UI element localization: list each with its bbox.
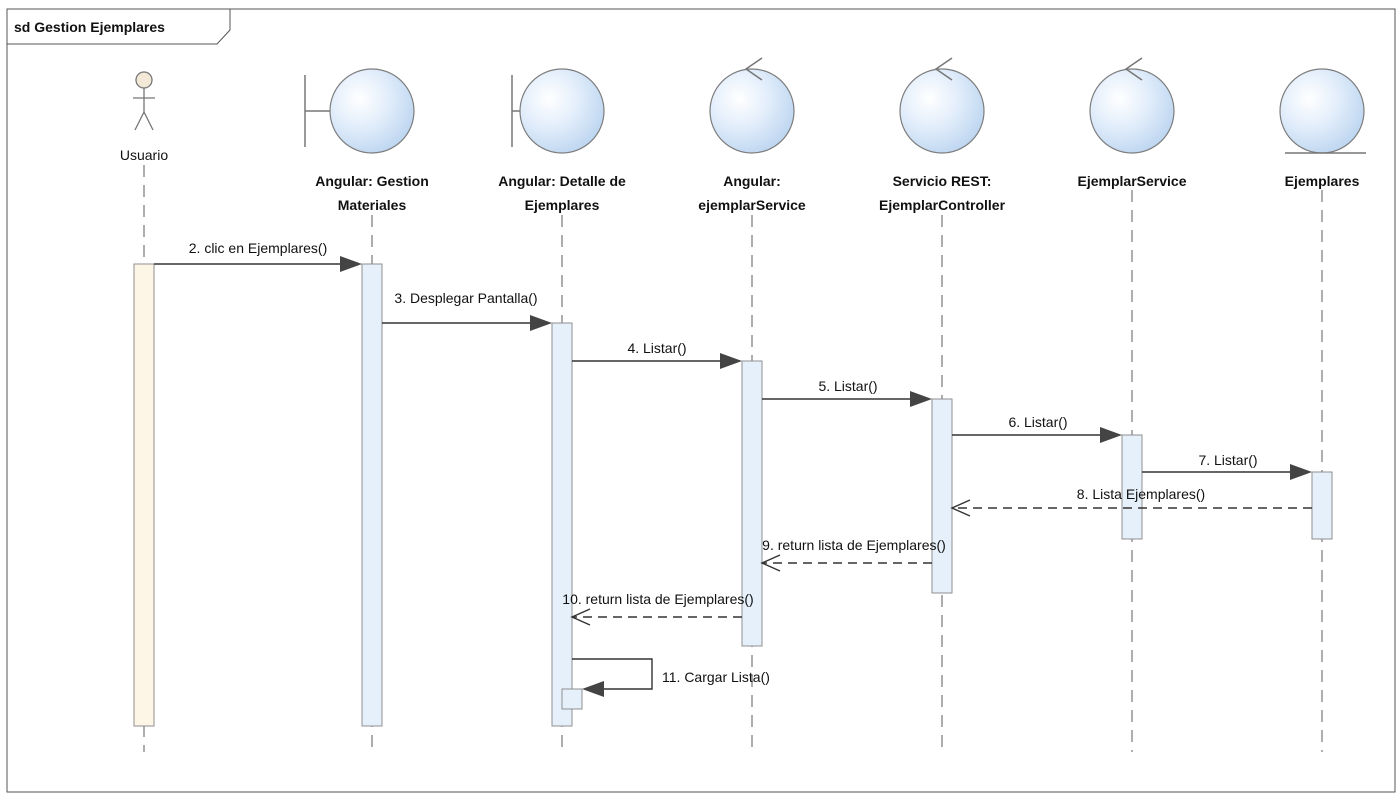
- message-label: 11. Cargar Lista(): [662, 669, 770, 685]
- message-label: 4. Listar(): [627, 340, 686, 356]
- participant-usuario: Usuario: [120, 71, 168, 163]
- participant-label: EjemplarService: [1078, 173, 1187, 189]
- boundary-icon: [304, 68, 415, 154]
- message-11: 11. Cargar Lista(): [572, 658, 770, 697]
- activation-rest: [931, 398, 953, 594]
- participant-label: Ejemplares: [525, 197, 600, 213]
- message-5: 5. Listar(): [762, 378, 932, 407]
- message-label: 2. clic en Ejemplares(): [189, 240, 328, 256]
- entity-icon: [1279, 68, 1366, 154]
- participant-label: Angular: Gestion: [315, 173, 429, 189]
- message-label: 3. Desplegar Pantalla(): [394, 290, 537, 306]
- participant-label: Angular: Detalle de: [498, 173, 626, 189]
- activation-usuario: [133, 263, 155, 727]
- participant-detalle: Angular: Detalle de Ejemplares: [498, 68, 626, 213]
- participant-ejsvc: EjemplarService: [1078, 57, 1187, 189]
- frame-title: sd Gestion Ejemplares: [14, 19, 165, 35]
- participant-gestion: Angular: Gestion Materiales: [304, 68, 429, 213]
- message-9: 9. return lista de Ejemplares(): [760, 537, 946, 572]
- participant-label: Angular:: [723, 173, 781, 189]
- frame-title-tab: [6, 8, 231, 45]
- message-label: 10. return lista de Ejemplares(): [562, 591, 753, 607]
- message-label: 7. Listar(): [1198, 452, 1257, 468]
- frame-border: [6, 8, 1396, 793]
- participant-ejemplares: Ejemplares: [1279, 68, 1366, 189]
- message-label: 5. Listar(): [818, 378, 877, 394]
- activations: [133, 263, 1333, 727]
- control-icon: [899, 57, 985, 154]
- activation-gestion: [361, 263, 383, 727]
- control-icon: [709, 57, 795, 154]
- message-8: 8. Lista Ejemplares(): [950, 486, 1312, 517]
- actor-icon: [133, 71, 155, 131]
- activation-ejsvc: [1121, 434, 1143, 540]
- boundary-icon: [511, 68, 605, 154]
- message-7: 7. Listar(): [1142, 452, 1312, 480]
- participant-label: Materiales: [338, 197, 407, 213]
- message-label: 9. return lista de Ejemplares(): [762, 537, 946, 553]
- message-3: 3. Desplegar Pantalla(): [382, 290, 552, 331]
- participant-ejsvc-ng: Angular: ejemplarService: [698, 57, 806, 213]
- participant-label: Usuario: [120, 147, 168, 163]
- activation-ejemplares: [1311, 471, 1333, 540]
- participant-rest: Servicio REST: EjemplarController: [879, 57, 1006, 213]
- participant-label: EjemplarController: [879, 197, 1006, 213]
- control-icon: [1089, 57, 1175, 154]
- message-2: 2. clic en Ejemplares(): [154, 240, 362, 272]
- participant-label: ejemplarService: [698, 197, 806, 213]
- activation-detalle-self: [561, 688, 583, 710]
- activation-detalle: [551, 322, 573, 727]
- participant-label: Servicio REST:: [893, 173, 992, 189]
- participant-label: Ejemplares: [1285, 173, 1360, 189]
- message-label: 6. Listar(): [1008, 414, 1067, 430]
- message-4: 4. Listar(): [572, 340, 742, 369]
- message-6: 6. Listar(): [952, 414, 1122, 443]
- message-10: 10. return lista de Ejemplares(): [562, 591, 754, 626]
- message-label: 8. Lista Ejemplares(): [1077, 486, 1205, 502]
- activation-ejsvc-ng: [741, 360, 763, 647]
